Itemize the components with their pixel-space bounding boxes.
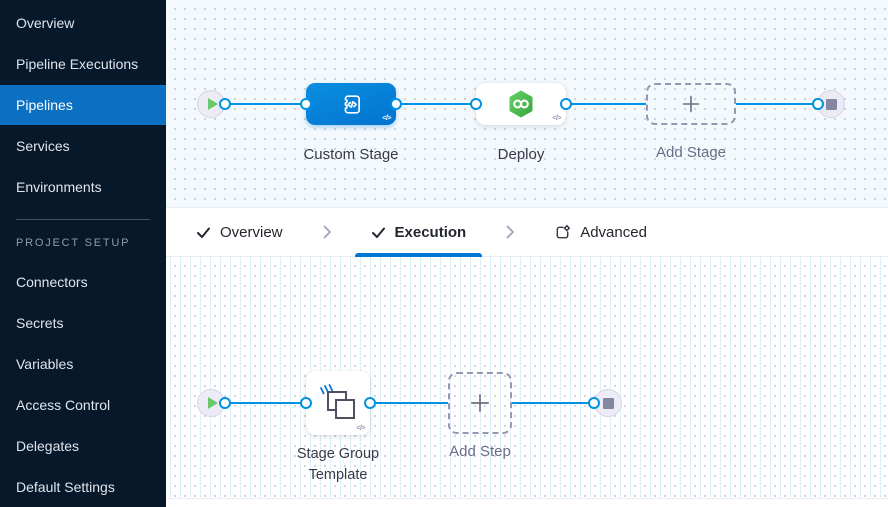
connector-port[interactable] xyxy=(219,98,231,110)
connector-port[interactable] xyxy=(219,397,231,409)
step-label-add-step: Add Step xyxy=(449,443,511,460)
stop-icon xyxy=(825,98,837,110)
connector-port[interactable] xyxy=(470,98,482,110)
stage-label-add-stage: Add Stage xyxy=(655,144,727,161)
custom-stage-icon xyxy=(344,94,360,114)
advanced-settings-icon xyxy=(556,224,571,238)
tab-overview-label: Overview xyxy=(220,223,283,241)
connector-line xyxy=(370,402,448,404)
connector-port[interactable] xyxy=(364,397,376,409)
sidebar-section-project-setup: PROJECT SETUP xyxy=(16,237,131,250)
connector-port[interactable] xyxy=(300,98,312,110)
connector-line xyxy=(512,402,594,404)
connector-line xyxy=(225,103,306,105)
connector-line xyxy=(566,103,646,105)
tab-execution[interactable]: Execution xyxy=(354,208,483,257)
deploy-cd-icon xyxy=(509,90,533,118)
sidebar-item-access-control[interactable]: Access Control xyxy=(16,396,111,413)
check-icon xyxy=(197,227,210,238)
canvas-bottom-edge xyxy=(166,498,888,507)
stop-icon xyxy=(602,397,614,409)
tab-execution-label: Execution xyxy=(394,223,467,241)
code-icon: </> xyxy=(382,115,391,122)
chevron-right-icon xyxy=(319,208,335,256)
tab-advanced[interactable]: Advanced xyxy=(538,208,663,256)
sidebar-item-overview[interactable]: Overview xyxy=(16,15,75,32)
stage-graph-canvas[interactable]: </> </> xyxy=(166,0,888,207)
play-icon xyxy=(207,98,218,110)
sidebar: Overview Pipeline Executions Pipelines S… xyxy=(0,0,166,507)
connector-port[interactable] xyxy=(812,98,824,110)
stage-label-deploy: Deploy xyxy=(497,146,545,163)
plus-icon xyxy=(682,95,700,113)
stage-node-deploy[interactable]: </> xyxy=(476,83,566,125)
sidebar-item-variables[interactable]: Variables xyxy=(16,356,74,373)
execution-graph-canvas[interactable]: </> Stage Group Template Add Step xyxy=(166,257,888,498)
plus-icon xyxy=(471,394,489,412)
sidebar-item-environments[interactable]: Environments xyxy=(16,178,102,195)
step-node-stage-group-template[interactable]: </> xyxy=(306,371,370,435)
connector-line xyxy=(396,103,476,105)
tab-overview[interactable]: Overview xyxy=(180,208,299,256)
step-label-stage-group-template: Stage Group Template xyxy=(296,446,380,483)
connector-port[interactable] xyxy=(560,98,572,110)
sidebar-item-pipeline-executions[interactable]: Pipeline Executions xyxy=(16,56,139,73)
tab-advanced-label: Advanced xyxy=(580,223,647,241)
sidebar-item-connectors[interactable]: Connectors xyxy=(16,274,88,291)
sidebar-divider xyxy=(16,219,150,221)
chevron-right-icon xyxy=(502,208,518,256)
sidebar-item-default-settings[interactable]: Default Settings xyxy=(16,478,115,495)
connector-line xyxy=(736,103,818,105)
sidebar-item-pipelines[interactable]: Pipelines xyxy=(0,84,166,126)
connector-port[interactable] xyxy=(588,397,600,409)
pipeline-studio-tabbar: Overview Execution Advanced xyxy=(166,207,888,257)
sidebar-item-services[interactable]: Services xyxy=(16,137,70,154)
pipeline-studio-main: </> </> xyxy=(166,0,888,507)
stage-label-custom-stage: Custom Stage xyxy=(303,146,399,163)
connector-port[interactable] xyxy=(300,397,312,409)
add-stage-button[interactable] xyxy=(646,83,736,125)
code-icon: </> xyxy=(356,425,365,432)
check-icon xyxy=(371,227,385,238)
connector-port[interactable] xyxy=(390,98,402,110)
code-icon: </> xyxy=(552,115,561,122)
add-step-button[interactable] xyxy=(448,372,512,434)
play-icon xyxy=(207,397,218,409)
sidebar-item-delegates[interactable]: Delegates xyxy=(16,437,80,454)
pipeline-end-node[interactable] xyxy=(817,90,845,118)
connector-line xyxy=(225,402,306,404)
stage-node-custom-stage[interactable]: </> xyxy=(306,83,396,125)
sidebar-item-secrets[interactable]: Secrets xyxy=(16,315,64,332)
stage-group-template-icon xyxy=(320,384,355,419)
